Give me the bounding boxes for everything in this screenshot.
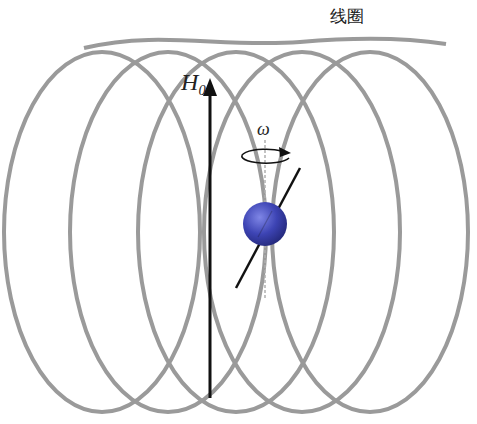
spin-axis (236, 168, 300, 288)
frequency-label: ω (257, 120, 270, 138)
rotation-arrowhead (279, 147, 291, 157)
coil-loop (272, 52, 468, 412)
field-arrow (209, 92, 212, 398)
spin-axis-hint (258, 211, 272, 237)
coil-loop (138, 52, 334, 412)
coil-loop (4, 52, 200, 412)
field-label: H₀ (181, 70, 207, 94)
nucleus (243, 202, 287, 246)
coil-label: 线圈 (330, 8, 364, 25)
coil-windings (4, 39, 468, 412)
coil-wire (84, 39, 446, 48)
